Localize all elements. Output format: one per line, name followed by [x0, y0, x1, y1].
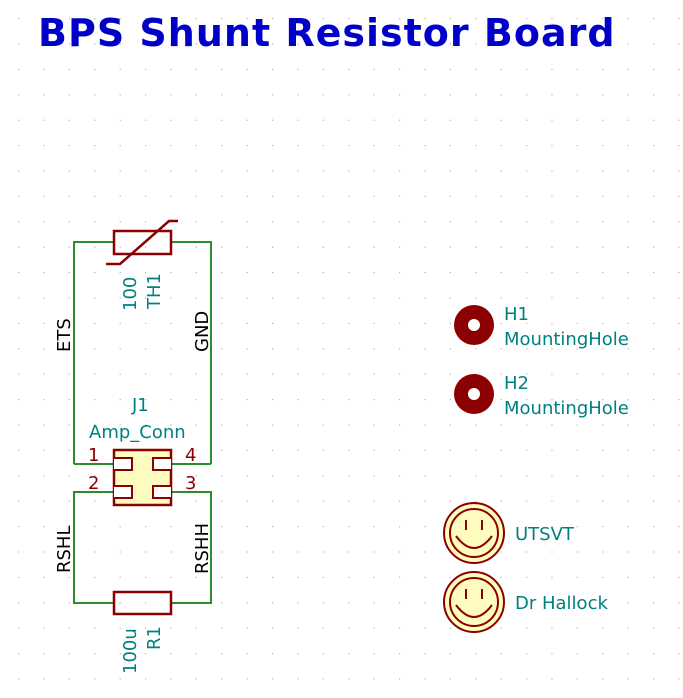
logo-dr-hallock-label: Dr Hallock: [515, 593, 608, 614]
thermistor-th1[interactable]: 100 TH1: [106, 219, 178, 311]
net-label-ets: ETS: [54, 318, 75, 352]
wires: [73, 241, 212, 604]
connector-pin-4: 4: [185, 445, 196, 466]
hole2-ref: H2: [504, 373, 529, 394]
shunt-value: 100u: [120, 628, 141, 674]
mounting-hole-h1[interactable]: H1 MountingHole: [454, 304, 629, 350]
wire-ets: [73, 241, 114, 464]
connector-pin-1: 1: [88, 445, 99, 466]
net-label-rshl: RSHL: [54, 526, 75, 574]
shunt-body: [112, 590, 173, 616]
wire-rshh: [171, 491, 212, 604]
thermistor-ref: TH1: [144, 273, 165, 310]
mounting-hole-bore: [468, 319, 480, 331]
smiley-icon: [443, 571, 505, 633]
mounting-hole-bore: [468, 388, 480, 400]
shunt-ref: R1: [144, 626, 165, 650]
connector-pin-3: 3: [185, 473, 196, 494]
thermistor-value: 100: [120, 277, 141, 311]
connector-ref: J1: [131, 395, 149, 416]
logo-utsvt-label: UTSVT: [515, 524, 575, 545]
connector-j1[interactable]: J1 Amp_Conn 1 2 3 4: [88, 395, 196, 507]
connector-pin-2: 2: [88, 473, 99, 494]
net-label-gnd: GND: [192, 311, 213, 352]
connector-contacts: [114, 457, 171, 499]
thermistor-body: [112, 229, 173, 256]
hole1-value: MountingHole: [504, 329, 629, 350]
thermistor-arrow: [106, 219, 178, 266]
smiley-icon: [443, 502, 505, 564]
hole1-ref: H1: [504, 304, 529, 325]
logo-utsvt[interactable]: UTSVT: [443, 502, 575, 564]
mounting-hole-h2[interactable]: H2 MountingHole: [454, 373, 629, 419]
wire-rshl: [73, 491, 114, 604]
hole2-value: MountingHole: [504, 398, 629, 419]
shunt-r1[interactable]: 100u R1: [112, 590, 173, 674]
sheet-title: BPS Shunt Resistor Board: [38, 11, 616, 55]
net-label-rshh: RSHH: [192, 523, 213, 574]
wire-gnd: [171, 241, 212, 464]
connector-value: Amp_Conn: [89, 422, 186, 443]
logo-dr-hallock[interactable]: Dr Hallock: [443, 571, 608, 633]
